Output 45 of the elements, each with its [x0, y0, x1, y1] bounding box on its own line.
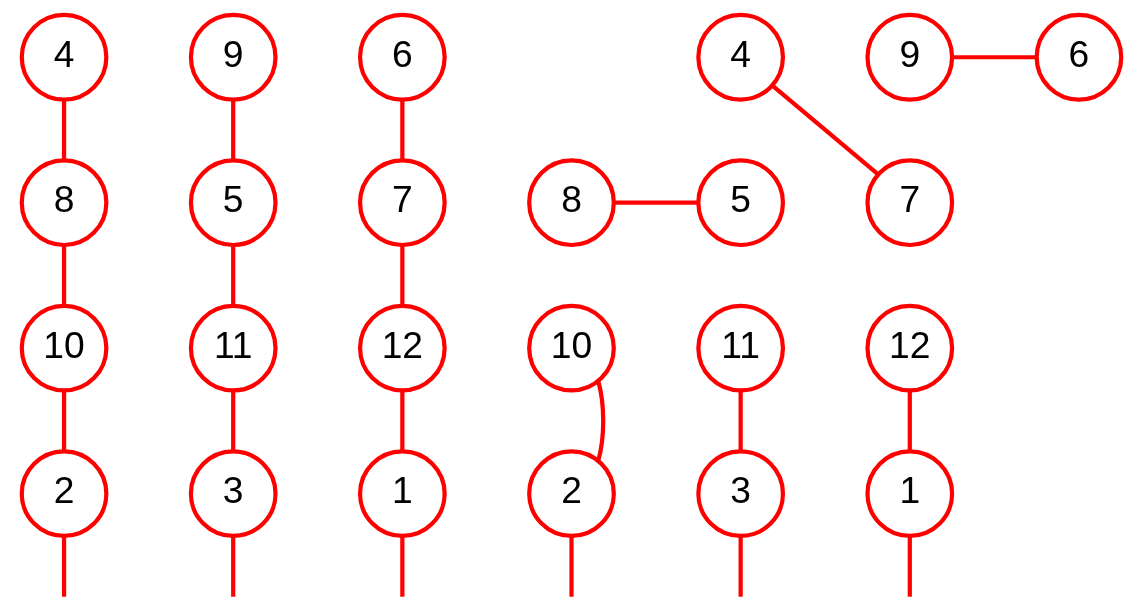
node-circle: 6 [357, 12, 447, 102]
node-circle: 7 [864, 158, 954, 248]
node-circle: 9 [188, 12, 278, 102]
connector [399, 100, 404, 160]
connector [595, 380, 605, 461]
node-circle: 1 [864, 449, 954, 539]
connector [399, 536, 404, 597]
node-circle: 12 [864, 303, 954, 393]
node-circle: 6 [1034, 12, 1123, 102]
node-circle: 7 [357, 158, 447, 248]
connector [738, 390, 743, 451]
node-circle: 11 [695, 303, 785, 393]
connector [230, 100, 235, 160]
connector [230, 245, 235, 306]
node-circle: 12 [357, 303, 447, 393]
node-circle: 9 [864, 12, 954, 102]
node-circle: 2 [526, 449, 616, 539]
connector [770, 84, 879, 177]
node-circle: 5 [695, 158, 785, 248]
node-circle: 8 [526, 158, 616, 248]
connector [951, 55, 1036, 60]
node-circle: 1 [357, 449, 447, 539]
connector [907, 536, 912, 597]
node-circle: 5 [188, 158, 278, 248]
connector [568, 536, 574, 597]
node-circle: 4 [19, 12, 108, 102]
connector [61, 536, 66, 597]
connector [230, 536, 235, 597]
connector [399, 390, 404, 451]
node-circle: 3 [695, 449, 785, 539]
connector [613, 200, 698, 205]
node-circle: 11 [188, 303, 278, 393]
node-circle: 4 [695, 12, 785, 102]
connector [61, 245, 66, 306]
node-circle: 10 [19, 303, 108, 393]
connector [61, 390, 66, 451]
node-circle: 3 [188, 449, 278, 539]
node-circle: 2 [19, 449, 108, 539]
node-circle: 8 [19, 158, 108, 248]
connector [907, 390, 912, 451]
connector [61, 100, 66, 160]
node-circle: 10 [526, 303, 616, 393]
connector [230, 390, 235, 451]
connector [738, 536, 743, 597]
connector [399, 245, 404, 306]
